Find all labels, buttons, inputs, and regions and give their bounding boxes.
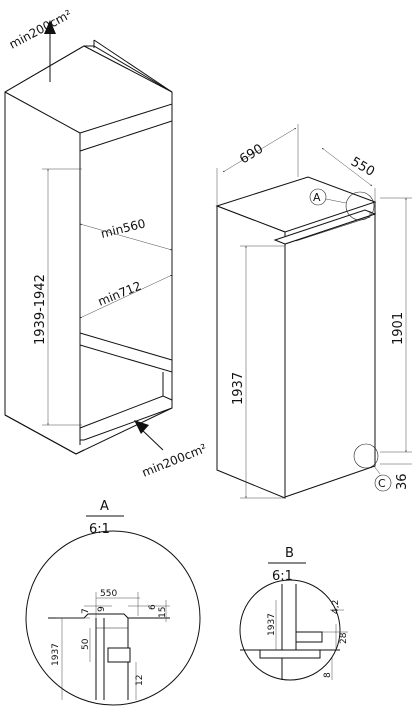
detail-b-circle-frame (239, 579, 341, 681)
detail-a-dim-50: 50 (81, 638, 91, 650)
detail-a-dim-1937: 1937 (51, 643, 61, 666)
detail-a: A 6:1 550 7 9 6 15 1937 50 12 (25, 499, 201, 706)
appliance-width-label: 690 (237, 142, 266, 168)
detail-a-title: A (100, 499, 109, 514)
ventilation-top-label: min200cm² (7, 7, 74, 52)
marker-a-label: A (313, 191, 321, 204)
detail-a-dim-15: 15 (158, 607, 168, 618)
detail-b-title: B (285, 546, 294, 561)
detail-b-dim-4-2: 4,2 (331, 600, 341, 614)
detail-b-dim-28: 28 (339, 632, 349, 644)
appliance-view: 690 550 1937 1901 36 A C (215, 124, 412, 499)
detail-a-scale: 6:1 (89, 522, 110, 537)
ventilation-bottom-label: min200cm² (140, 441, 209, 480)
marker-a-circle (309, 188, 327, 206)
marker-c-circle (374, 474, 392, 492)
door-height-label: 1901 (391, 312, 406, 345)
marker-c-label: C (378, 477, 386, 490)
bottom-offset-label: 36 (395, 473, 410, 490)
detail-b-dim-1937: 1937 (267, 613, 277, 636)
ventilation-top-arrow-icon (44, 20, 56, 34)
detail-a-dim-550: 550 (100, 589, 117, 599)
detail-b-dim-8: 8 (323, 672, 333, 678)
ventilation-bottom-arrow-icon (134, 420, 149, 434)
cabinet-outline (4, 45, 173, 455)
detail-a-circle-frame (25, 530, 201, 706)
detail-c-circle (353, 443, 379, 469)
appliance-height-label: 1937 (231, 372, 246, 405)
detail-a-dim-6: 6 (148, 604, 158, 610)
detail-b: B 6:1 4,2 1937 28 8 (239, 546, 349, 681)
niche-height-label: 1939-1942 (33, 274, 48, 345)
detail-a-dim-9: 9 (97, 606, 107, 612)
detail-a-circle (345, 191, 375, 221)
niche-view: 1939-1942 min560 min712 min200cm² min200… (4, 7, 209, 480)
detail-a-dim-12: 12 (135, 675, 145, 686)
appliance-depth-label: 550 (348, 154, 377, 179)
detail-a-dim-7: 7 (81, 608, 91, 614)
